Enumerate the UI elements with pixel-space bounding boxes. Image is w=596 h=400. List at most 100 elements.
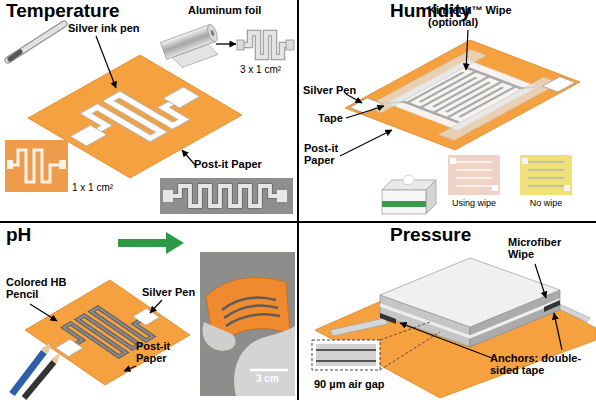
callout-label: Microfiber Wipe: [508, 236, 574, 261]
no-wipe-photo-part: [564, 185, 570, 191]
no-wipe-photo-part: [520, 155, 572, 195]
air-gap-inset: [312, 322, 440, 370]
leader-arrow: [346, 106, 384, 118]
leader-arrow: [150, 300, 162, 313]
sensor-photo-inset: [5, 140, 68, 192]
using-wipe-photo-part: [456, 162, 492, 186]
cut-foil-serpentine-part: [237, 40, 244, 50]
kimwipes-box: [382, 175, 436, 214]
silver-ink-pen-drawing-part: [8, 24, 64, 60]
process-arrow: [118, 232, 184, 254]
post-it-paper-part: [366, 50, 486, 113]
flexible-sensor-photo-part: [203, 322, 236, 351]
electrode-leads-part: [330, 318, 388, 336]
post-it-paper-part: [163, 87, 199, 108]
callout-label: Post-it Paper: [304, 142, 354, 167]
callout-label: Silver Pen: [303, 84, 356, 96]
leader-arrow: [182, 150, 196, 166]
callout-label: Colored HB Pencil: [6, 276, 76, 301]
foil-sensor-photo-part: [277, 190, 287, 202]
kimwipes-box-part: [426, 180, 436, 214]
callout-label: Kimtech™ Wipe (optional): [428, 4, 520, 29]
air-gap-inset-part: [380, 332, 440, 370]
callout-label: No wipe: [516, 198, 576, 208]
pressure-sensor-stack-part: [380, 300, 560, 337]
flexible-sensor-photo: [200, 252, 295, 396]
callout-label: Silver Pen: [142, 286, 195, 298]
cut-foil-serpentine-part: [242, 33, 288, 57]
air-gap-inset-part: [316, 349, 376, 351]
callout-label: Post-it Paper: [194, 158, 262, 170]
leader-arrow: [535, 264, 546, 298]
aluminum-foil-roll: [160, 23, 223, 71]
flexible-sensor-photo-part: [250, 369, 288, 372]
pencils-drawing-part: [12, 352, 44, 394]
panel-divider: [0, 221, 596, 223]
leader-arrow: [30, 304, 57, 321]
callout-label: 1 x 1 cm²: [72, 182, 113, 193]
aluminum-foil-roll-part: [210, 30, 215, 37]
panel-heading: Temperature: [6, 1, 120, 22]
post-it-paper-part: [133, 308, 159, 325]
flexible-sensor-photo-part: [234, 326, 295, 396]
callout-label: Post-it Paper: [136, 340, 186, 365]
using-wipe-photo-part: [492, 185, 498, 191]
cut-foil-serpentine-part: [286, 40, 294, 50]
post-it-paper-part: [345, 40, 580, 150]
sensor-panel: Humidity: [298, 0, 596, 222]
using-wipe-photo-part: [448, 155, 500, 195]
callout-label: 3 x 1 cm²: [240, 64, 281, 75]
using-wipe-photo-part: [450, 158, 456, 164]
no-wipe-photo-part: [522, 158, 528, 164]
callout-label: Silver ink pen: [68, 22, 140, 34]
callout-label: 3 cm: [256, 373, 279, 384]
process-arrow: [216, 43, 236, 44]
pencils-drawing-part: [41, 342, 52, 354]
cut-foil-serpentine-part: [242, 33, 288, 57]
leader-arrow: [554, 313, 562, 350]
sensor-photo-inset-part: [5, 140, 68, 192]
pencils-drawing: [12, 342, 60, 398]
foil-sensor-photo-part: [163, 190, 173, 202]
panel-heading: pH: [6, 225, 31, 246]
pencils-drawing-part: [49, 342, 52, 346]
sensor-panel: Pressure: [298, 222, 596, 400]
silver-ink-pen-drawing-part: [8, 24, 64, 60]
panel-divider: [297, 0, 299, 400]
post-it-paper-part: [439, 77, 559, 140]
sensor-panel: pH: [0, 222, 298, 400]
sensor-photo-inset-part: [59, 160, 66, 169]
flexible-sensor-photo-part: [200, 252, 295, 396]
leader-arrow: [400, 323, 492, 358]
callout-label: 90 µm air gap: [314, 378, 385, 390]
no-wipe-photo: [520, 155, 572, 195]
pressure-sensor-stack-part: [544, 300, 560, 312]
pressure-sensor-stack-part: [380, 258, 560, 327]
callout-label: Tape: [318, 112, 343, 124]
leader-arrow: [124, 366, 136, 371]
pencils-drawing-part: [51, 353, 60, 364]
foil-sensor-photo-part: [160, 178, 293, 214]
callout-label: Anchors: double-sided tape: [490, 352, 585, 377]
leader-arrow: [466, 30, 468, 70]
silver-ink-pen-drawing-part: [10, 52, 20, 59]
silver-ink-pen-drawing: [8, 24, 64, 60]
foil-sensor-photo: [160, 178, 293, 214]
sensor-panel: Temperature: [0, 0, 298, 222]
sensor-photo-inset-part: [12, 150, 60, 182]
sensor-photo-inset-part: [7, 160, 13, 169]
using-wipe-photo: [448, 155, 500, 195]
pressure-sensor-stack-part: [380, 313, 396, 324]
post-it-paper-part: [542, 77, 575, 92]
aluminum-foil-roll-part: [160, 25, 215, 60]
foil-sensor-photo-part: [172, 186, 278, 206]
pencils-drawing-part: [24, 362, 54, 398]
callout-label: Aluminum foil: [188, 4, 261, 16]
leader-arrow: [340, 130, 392, 156]
pressure-sensor-stack: [380, 258, 560, 347]
air-gap-inset-part: [316, 360, 376, 362]
post-it-paper: [345, 40, 580, 150]
